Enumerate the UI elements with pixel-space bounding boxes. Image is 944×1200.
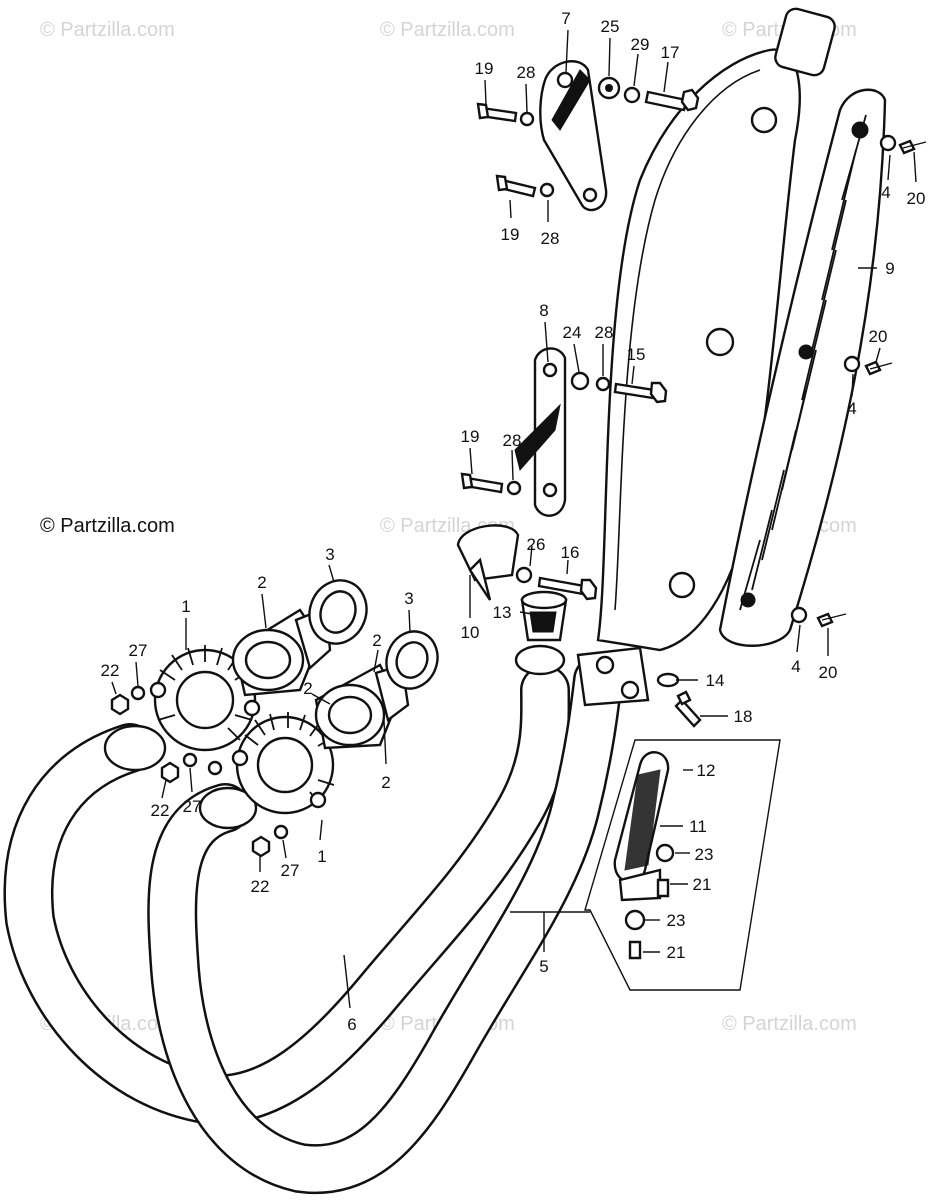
nuts-washers	[110, 685, 289, 858]
watermark: © Partzilla.com	[722, 1013, 857, 1035]
callout-28-d: 28	[503, 431, 522, 450]
callout-19-c: 19	[461, 427, 480, 446]
fasteners	[460, 76, 927, 960]
callout-17: 17	[661, 43, 680, 62]
callout-22-a: 22	[101, 661, 120, 680]
callout-19-a: 19	[475, 59, 494, 78]
callout-18: 18	[734, 707, 753, 726]
collar-lower	[314, 663, 410, 750]
callout-21-a: 21	[693, 875, 712, 894]
clamp	[456, 524, 520, 601]
callout-21-b: 21	[667, 943, 686, 962]
callout-2-d: 2	[381, 773, 390, 792]
callout-1-a: 1	[181, 597, 190, 616]
bracket-middle	[514, 347, 567, 517]
watermark: © Partzilla.com	[40, 19, 175, 41]
callout-27-a: 27	[129, 641, 148, 660]
watermark: © Partzilla.com	[380, 19, 515, 41]
callout-28-a: 28	[517, 63, 536, 82]
callout-2-a: 2	[257, 573, 266, 592]
callout-20-b: 20	[869, 327, 888, 346]
callout-1-b: 1	[317, 847, 326, 866]
callout-24: 24	[563, 323, 582, 342]
exhaust-pipe-outer	[3, 665, 571, 1125]
support-stay	[584, 739, 781, 991]
exhaust-joint-lower	[231, 712, 335, 815]
callout-4-c: 4	[791, 657, 800, 676]
callout-11: 11	[689, 817, 707, 836]
callout-28-b: 28	[541, 229, 560, 248]
callout-23-b: 23	[667, 911, 686, 930]
callout-23-a: 23	[695, 845, 714, 864]
credit-text: © Partzilla.com	[40, 515, 175, 537]
callout-27-c: 27	[281, 861, 300, 880]
callout-10: 10	[461, 623, 480, 642]
pipe-flange-inner	[198, 786, 258, 830]
callout-20-c: 20	[819, 663, 838, 682]
callout-9: 9	[885, 259, 894, 278]
callout-22-b: 22	[151, 801, 170, 820]
exhaust-pipe-inner	[147, 655, 623, 1195]
exhaust-joint-upper	[149, 645, 261, 752]
callout-27-b: 27	[183, 797, 202, 816]
callout-12: 12	[697, 761, 716, 780]
gasket-lower	[385, 630, 439, 690]
callout-6: 6	[347, 1015, 356, 1034]
heat-shield	[718, 88, 887, 647]
callout-3-a: 3	[325, 545, 334, 564]
pipe-clamp	[576, 646, 650, 707]
callout-26: 26	[527, 535, 546, 554]
callout-5: 5	[539, 957, 548, 976]
collar-upper	[231, 606, 332, 697]
callout-7: 7	[561, 9, 570, 28]
callout-2-b: 2	[372, 631, 381, 650]
callout-13: 13	[493, 603, 512, 622]
callout-16: 16	[561, 543, 580, 562]
pipe-flange-outer	[103, 724, 167, 772]
callout-8: 8	[539, 301, 548, 320]
callout-14: 14	[706, 671, 725, 690]
joint-sleeve	[520, 590, 568, 642]
callouts: 7 25 29 17 19 28 19 28 4 20 9 20 4 8 24 …	[101, 9, 926, 1034]
callout-19-b: 19	[501, 225, 520, 244]
callout-20-a: 20	[907, 189, 926, 208]
callout-28-c: 28	[595, 323, 614, 342]
gasket-upper	[308, 579, 368, 645]
callout-2-c: 2	[303, 679, 312, 698]
pipe-outlet	[514, 644, 566, 676]
callout-4-b: 4	[847, 399, 856, 418]
leader-lines	[111, 29, 917, 1009]
callout-29: 29	[631, 35, 650, 54]
callout-22-c: 22	[251, 877, 270, 896]
callout-3-b: 3	[404, 589, 413, 608]
callout-15: 15	[627, 345, 646, 364]
callout-4-a: 4	[881, 183, 890, 202]
callout-25: 25	[601, 17, 620, 36]
